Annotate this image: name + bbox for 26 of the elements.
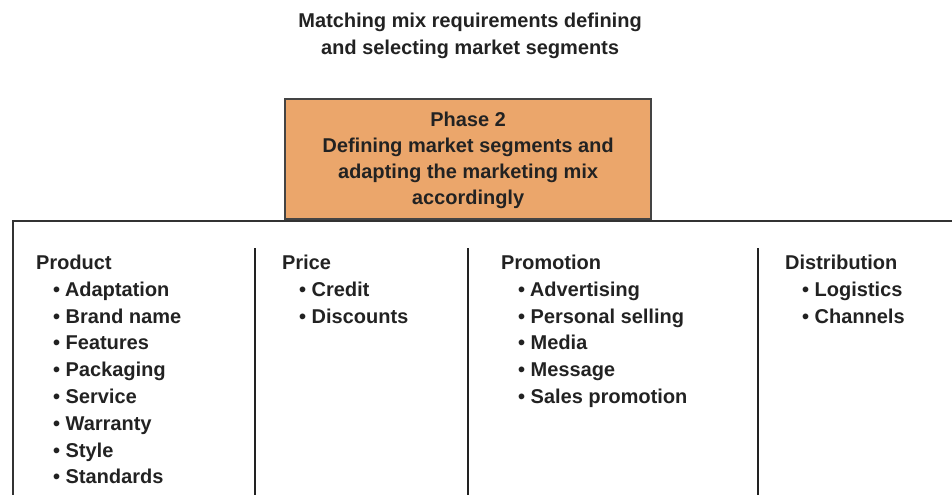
bullet-item: • Advertising [518, 278, 640, 303]
column-heading: Product [36, 251, 112, 276]
diagram-title: Matching mix requirements defining and selecting market segments [297, 9, 643, 61]
frame-box [12, 220, 952, 495]
bullet-item: • Standards [53, 465, 164, 490]
phase-box [284, 98, 652, 220]
bullet-item: • Media [518, 331, 588, 356]
column-heading: Price [282, 251, 331, 276]
bullet-item: • Adaptation [53, 278, 170, 303]
bullet-item: • Message [518, 358, 616, 384]
bullet-item: • Personal selling [518, 304, 684, 330]
bullet-item: • Service [53, 384, 137, 410]
column-heading: Promotion [501, 251, 601, 276]
bullet-item: • Channels [802, 304, 905, 330]
bullet-item: • Logistics [802, 278, 902, 303]
phase-title: Phase 2 [430, 108, 506, 133]
bullet-item: • Brand name [53, 304, 182, 330]
bullet-item: • Sales promotion [518, 384, 688, 410]
bullet-item: • Discounts [299, 304, 408, 330]
column-heading: Distribution [785, 251, 898, 276]
bullet-item: • Style [53, 438, 114, 464]
bullet-item: • Features [53, 331, 149, 356]
phase-description: Defining market segments and adapting the marketing mix accordingly [321, 134, 615, 211]
bullet-item: • Warranty [53, 412, 152, 437]
bullet-item: • Credit [299, 278, 370, 303]
bullet-item: • Packaging [53, 358, 166, 384]
